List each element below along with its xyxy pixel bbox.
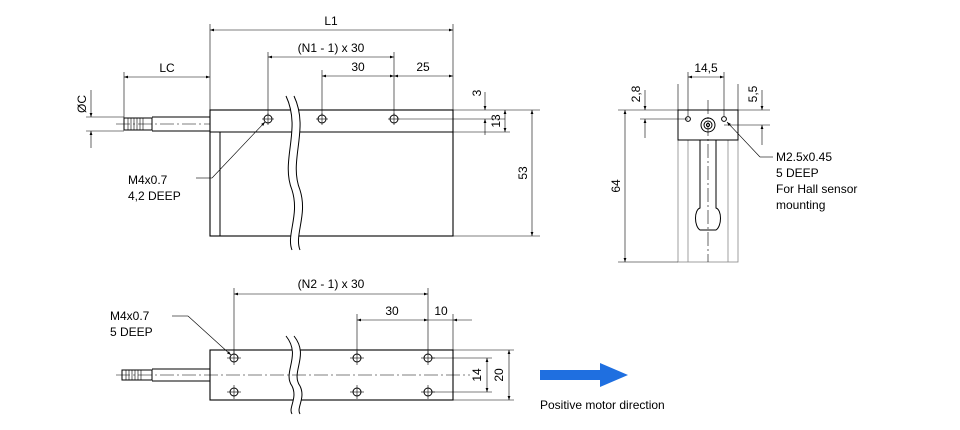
bottom-thread-note-line2: 5 DEEP	[110, 325, 153, 339]
dim-2-8: 2,8	[629, 85, 643, 102]
cable	[116, 116, 210, 132]
top-thread-note-line1: M4x0.7	[128, 173, 168, 187]
bottom-break-right	[293, 335, 303, 415]
dim-pitch-bottom: 30	[385, 304, 399, 318]
dim-14-5: 14,5	[694, 61, 718, 75]
dim-5-5: 5,5	[746, 85, 760, 102]
dim-L1: L1	[324, 14, 338, 28]
hall-note-line3: For Hall sensor	[776, 182, 857, 196]
hall-hole-right	[721, 116, 727, 122]
dim-3: 3	[470, 89, 484, 96]
dim-64: 64	[609, 179, 623, 193]
break-line-left	[285, 95, 296, 251]
bottom-thread-note-line1: M4x0.7	[110, 309, 150, 323]
bottom-view: (N2 - 1) x 30 30 10 14 20 M4x0.7 5 DEEP …	[110, 277, 665, 415]
dim-end-25: 25	[416, 60, 430, 74]
dim-N2-pitch: (N2 - 1) x 30	[298, 277, 365, 291]
dim-53: 53	[516, 166, 530, 180]
dim-13: 13	[489, 114, 503, 128]
break-line-right	[293, 95, 304, 251]
end-shaft-inner	[703, 120, 713, 130]
positive-direction-label: Positive motor direction	[540, 398, 665, 412]
dim-LC: LC	[159, 61, 175, 75]
dim-N1-pitch: (N1 - 1) x 30	[298, 41, 365, 55]
hall-note-line1: M2.5x0.45	[776, 150, 832, 164]
end-shaft-outer	[700, 117, 716, 133]
positive-direction-arrow-icon	[540, 363, 628, 387]
dim-14: 14	[470, 368, 484, 382]
hall-note-line4: mounting	[776, 198, 825, 212]
break-gap	[286, 96, 303, 250]
dim-20: 20	[492, 368, 506, 382]
dim-end-10: 10	[434, 304, 448, 318]
hall-note-line2: 5 DEEP	[776, 166, 819, 180]
bottom-break-left	[285, 335, 295, 415]
motor-body	[209, 109, 454, 237]
dim-dia-C: ØC	[75, 95, 89, 113]
end-view: 14,5 2,8 5,5 64 M2.5x0.45 5 DEEP For Hal…	[609, 61, 857, 263]
top-thread-note-line2: 4,2 DEEP	[128, 189, 181, 203]
end-view-slot	[695, 140, 721, 231]
side-view: L1 (N1 - 1) x 30 30 25 LC ØC 3 13 53 M4x…	[75, 14, 540, 251]
dim-pitch-top: 30	[351, 60, 365, 74]
